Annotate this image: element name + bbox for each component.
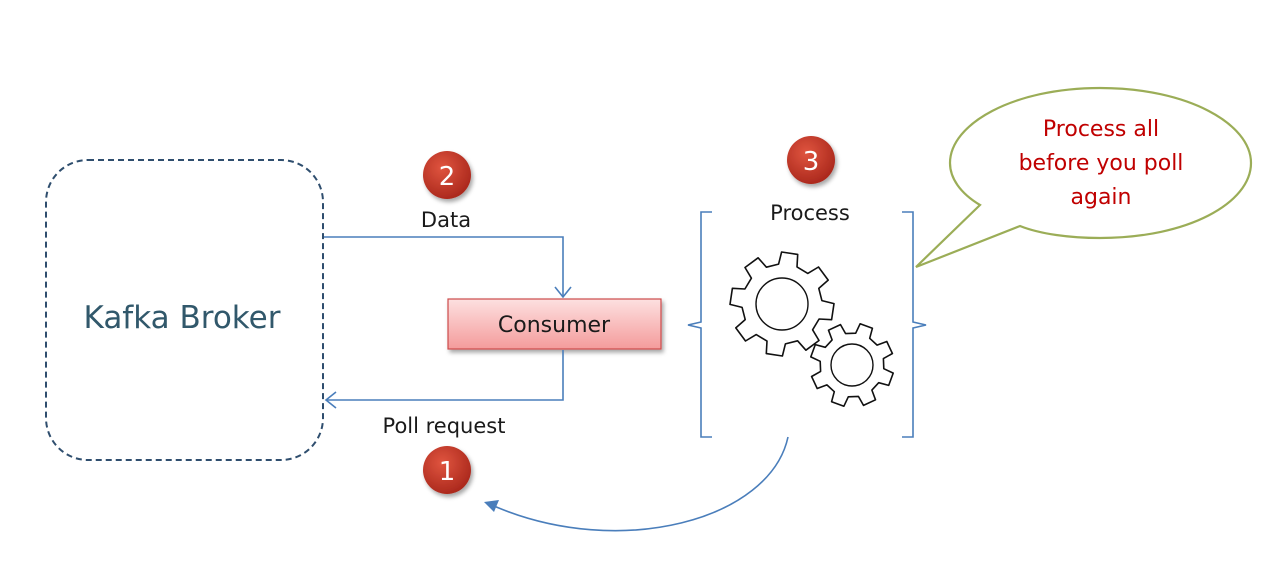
step-badge-2: 2 — [423, 151, 471, 199]
data-label: Data — [421, 208, 471, 232]
consumer-label: Consumer — [498, 313, 611, 338]
poll-request-arrowhead — [324, 391, 337, 409]
kafka-broker-label: Kafka Broker — [84, 300, 281, 336]
data-arrow — [324, 236, 564, 297]
large-gear-icon — [729, 251, 835, 357]
poll-request-label: Poll request — [383, 414, 506, 438]
process-left-brace — [687, 211, 712, 438]
callout-line-1: Process all — [1043, 117, 1159, 142]
callout-bubble — [915, 86, 1253, 269]
svg-text:1: 1 — [439, 457, 456, 487]
poll-request-arrow — [326, 350, 564, 401]
gear-hub — [755, 277, 809, 331]
callout-line-2: before you poll — [1019, 151, 1184, 176]
svg-text:2: 2 — [439, 162, 456, 192]
data-arrowhead — [554, 286, 572, 299]
svg-text:3: 3 — [803, 147, 820, 177]
small-gear-icon — [810, 323, 894, 407]
callout-line-3: again — [1071, 185, 1132, 210]
loop-back-arrowhead — [484, 500, 499, 512]
process-right-brace — [902, 211, 927, 438]
step-badge-3: 3 — [787, 136, 835, 184]
gear-hub — [830, 343, 874, 387]
loop-back-arrow — [493, 436, 789, 532]
process-label: Process — [770, 201, 850, 225]
step-badge-1: 1 — [423, 446, 471, 494]
consumer-box — [447, 298, 662, 350]
gear-outline — [810, 323, 894, 407]
gear-outline — [729, 251, 835, 357]
